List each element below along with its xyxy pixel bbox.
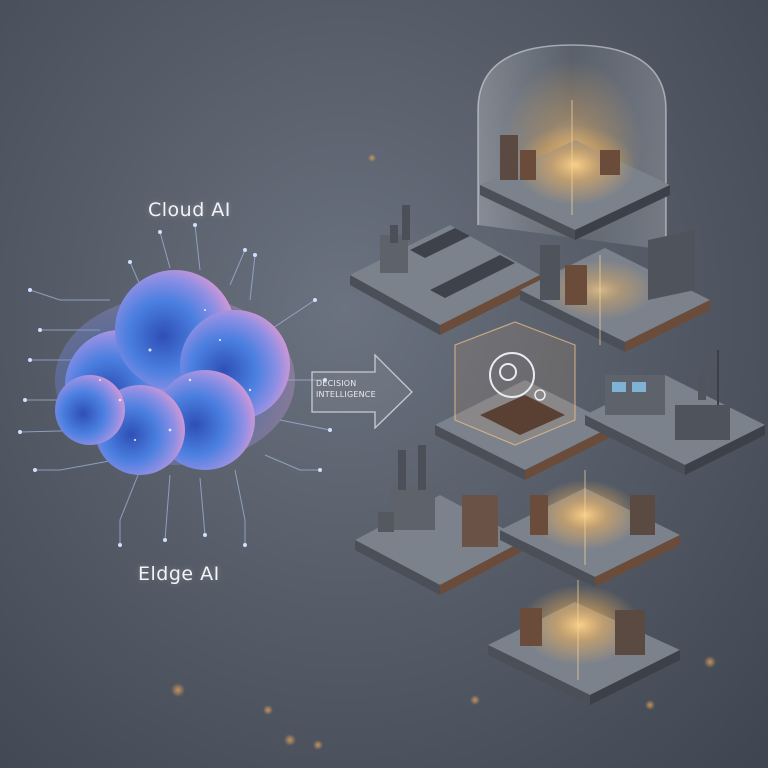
platform-lower-middle (500, 480, 680, 587)
conveyor-icon (410, 228, 515, 298)
platform-control-room (585, 350, 765, 475)
platform-factory-lower (355, 445, 525, 595)
platform-shelves (520, 230, 710, 352)
cloud-icon (55, 270, 295, 475)
decision-label: DECISION (316, 379, 357, 388)
light-beams (571, 100, 601, 680)
brain-gear-icon (489, 352, 546, 401)
intelligence-label: INTELLIGENCE (316, 390, 376, 399)
cloud-ai-label: Cloud AI (148, 199, 231, 221)
bokeh-lights (171, 154, 716, 750)
platform-bottom (488, 585, 680, 705)
factory-icon (380, 205, 410, 273)
circuit-nodes (18, 223, 332, 547)
platform-top-dome (480, 125, 670, 240)
platform-decision (435, 321, 615, 480)
platform-factory (350, 205, 540, 335)
arrow-right-icon (311, 353, 413, 430)
decision-intelligence-label: DECISION INTELLIGENCE (316, 378, 396, 400)
edge-ai-label: Eldge AI (138, 563, 220, 585)
